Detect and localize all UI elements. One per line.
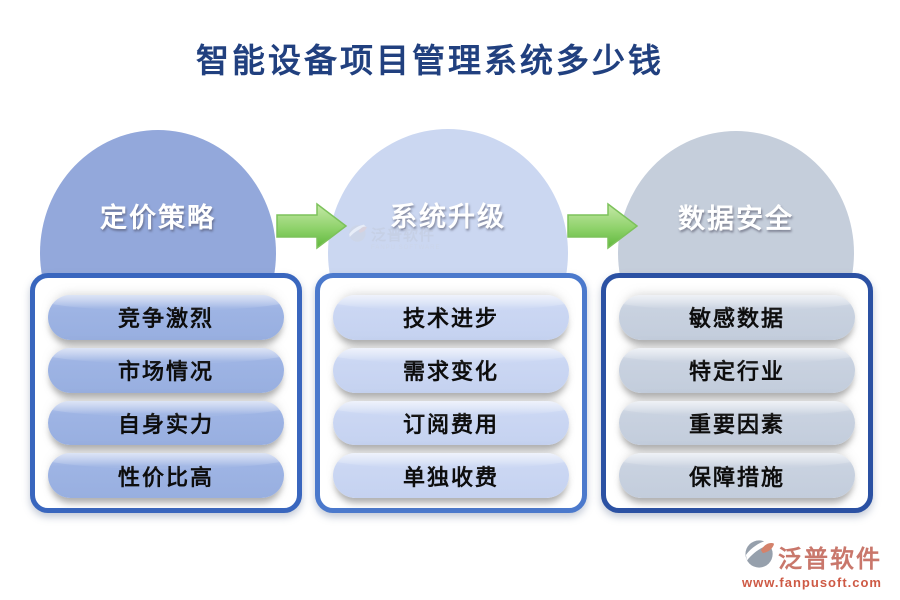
panel-pricing: 竞争激烈 市场情况 自身实力 性价比高 <box>30 273 302 513</box>
footer-brand-name: 泛普软件 <box>778 546 882 573</box>
footer-url: www.fanpusoft.com <box>741 575 882 590</box>
fanpu-logo-icon <box>744 539 776 574</box>
list-item: 技术进步 <box>333 295 569 340</box>
list-item: 特定行业 <box>619 347 855 393</box>
list-item: 性价比高 <box>48 453 284 498</box>
list-item: 竞争激烈 <box>48 295 284 340</box>
list-item: 市场情况 <box>48 347 284 393</box>
arrow-right-icon <box>276 202 348 250</box>
footer-brand-block: 泛普软件 www.fanpusoft.com <box>742 539 882 590</box>
circle-header-upgrade: 系统升级 <box>390 202 506 232</box>
panel-upgrade: 技术进步 需求变化 订阅费用 单独收费 <box>315 273 587 513</box>
list-item: 单独收费 <box>333 453 569 498</box>
list-item: 自身实力 <box>48 400 284 446</box>
page-title: 智能设备项目管理系统多少钱 <box>196 42 664 79</box>
panel-security: 敏感数据 特定行业 重要因素 保障措施 <box>601 273 873 513</box>
circle-header-security: 数据安全 <box>678 204 794 234</box>
list-item: 敏感数据 <box>619 295 855 340</box>
list-item: 保障措施 <box>619 453 855 498</box>
list-item: 重要因素 <box>619 400 855 446</box>
circle-header-pricing: 定价策略 <box>100 203 216 233</box>
list-item: 需求变化 <box>333 347 569 393</box>
arrow-right-icon <box>567 202 639 250</box>
list-item: 订阅费用 <box>333 400 569 446</box>
